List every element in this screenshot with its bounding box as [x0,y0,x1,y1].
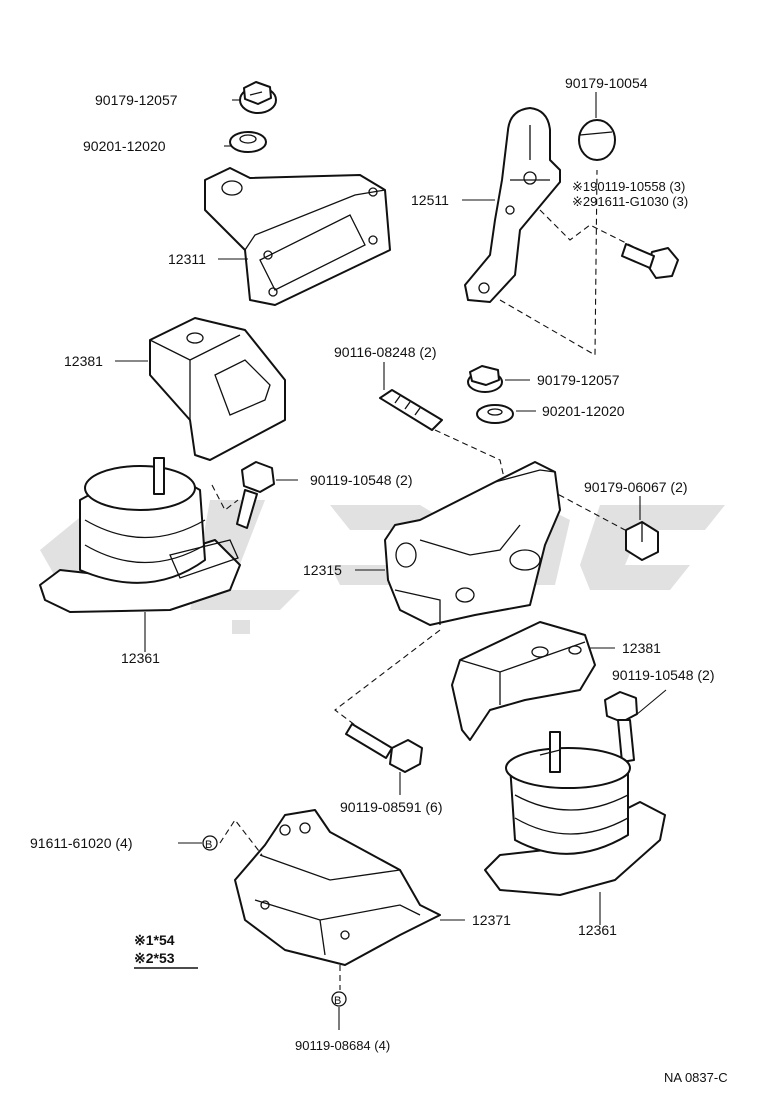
mount-12361-right [484,731,666,896]
dashed-guide [549,489,626,531]
svg-text:B: B [205,839,212,851]
mount-12361-left-label: 12361 [121,650,160,666]
nut-06067-label: 90179-06067 (2) [584,479,688,495]
circled-letter-marker: B [331,991,347,1007]
bolt-10548-left-label: 90119-10548 (2) [310,472,412,488]
nut-12057-mid [467,365,503,393]
bolt-61020-label: 91611-61020 (4) [30,835,132,851]
member-12371-label: 12371 [472,912,511,928]
leader-line [635,689,667,716]
dashed-guide [539,209,641,251]
mount-12361-left [39,457,241,613]
nut-06067 [625,521,659,561]
nut-12057-top [239,81,277,114]
insulator-12381-right-label: 12381 [622,640,661,656]
bracket-12315-label: 12315 [303,562,342,578]
insulator-12381-left [149,317,286,461]
bolt-10548-left [236,461,275,529]
nut-12057-top-label: 90179-12057 [95,92,178,108]
insulator-12381-right [451,621,596,741]
reference-code: NA 0837-C [664,1070,728,1085]
bolt-note-1: ※190119-10558 (3) [572,179,685,194]
washer-12020-mid-label: 90201-12020 [542,403,625,419]
note-line-1: ※1*54 [134,932,175,948]
washer-12020-top-label: 90201-12020 [83,138,166,154]
washer-12020-mid [476,404,514,424]
stud-08248-label: 90116-08248 (2) [334,344,436,360]
nut-10054 [578,119,616,161]
bolt-08591 [345,723,423,773]
dashed-guide [499,169,598,356]
stay-12511 [464,107,561,303]
mount-12361-right-label: 12361 [578,922,617,938]
bracket-12311 [204,167,391,306]
insulator-12381-left-label: 12381 [64,353,103,369]
dashed-guide [334,629,441,726]
note-line-2: ※2*53 [134,950,175,966]
bolt-08591-label: 90119-08591 (6) [340,799,442,815]
svg-text:B: B [334,995,341,1007]
circled-letter-marker: B [202,835,218,851]
flange-bolt [621,243,679,279]
nut-12057-mid-label: 90179-12057 [537,372,620,388]
nut-10054-label: 90179-10054 [565,75,648,91]
bolt-10548-right [604,691,638,763]
bolt-08684-label: 90119-08684 (4) [295,1038,390,1053]
bolt-10548-right-label: 90119-10548 (2) [612,667,714,683]
stud-08248 [379,389,443,431]
bracket-12311-label: 12311 [168,251,206,267]
stay-12511-label: 12511 [411,192,449,208]
washer-12020-top [229,131,267,153]
bolt-note-2: ※291611-G1030 (3) [572,194,688,209]
member-12371 [234,809,441,966]
bracket-12315 [384,461,561,626]
dashed-guide [219,819,263,856]
